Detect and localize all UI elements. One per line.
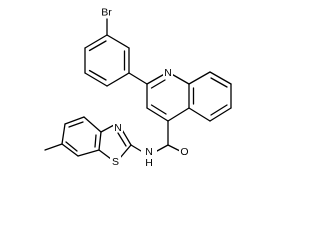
carboxamide-group: [156, 120, 181, 152]
molecule-structure: Br N N S N H O: [44, 5, 232, 169]
atom-label-nh-amide: N H: [141, 145, 157, 169]
atom-label-o-carbonyl: O: [179, 145, 190, 158]
svg-text:H: H: [145, 157, 153, 169]
atom-label-n-quinoline: N: [163, 66, 173, 79]
svg-text:S: S: [112, 156, 119, 168]
svg-text:O: O: [180, 146, 188, 158]
atom-label-n-thiazole: N: [113, 121, 123, 134]
quinoline-pyridine-ring: [146, 71, 190, 122]
quinoline-benzo-ring: [188, 71, 232, 122]
atom-label-s-thiazole: S: [110, 155, 121, 168]
bromophenyl-ring: [84, 18, 130, 87]
benzothiazole-benzo-ring: [61, 116, 102, 157]
atom-label-br: Br: [96, 5, 117, 19]
svg-text:Br: Br: [101, 7, 112, 19]
methyl-bond: [44, 143, 63, 151]
svg-text:N: N: [164, 67, 172, 79]
svg-text:N: N: [145, 146, 153, 158]
svg-text:N: N: [114, 122, 122, 134]
amide-thiazole-bond: [130, 144, 142, 152]
aryl-linker-bond: [128, 72, 148, 85]
